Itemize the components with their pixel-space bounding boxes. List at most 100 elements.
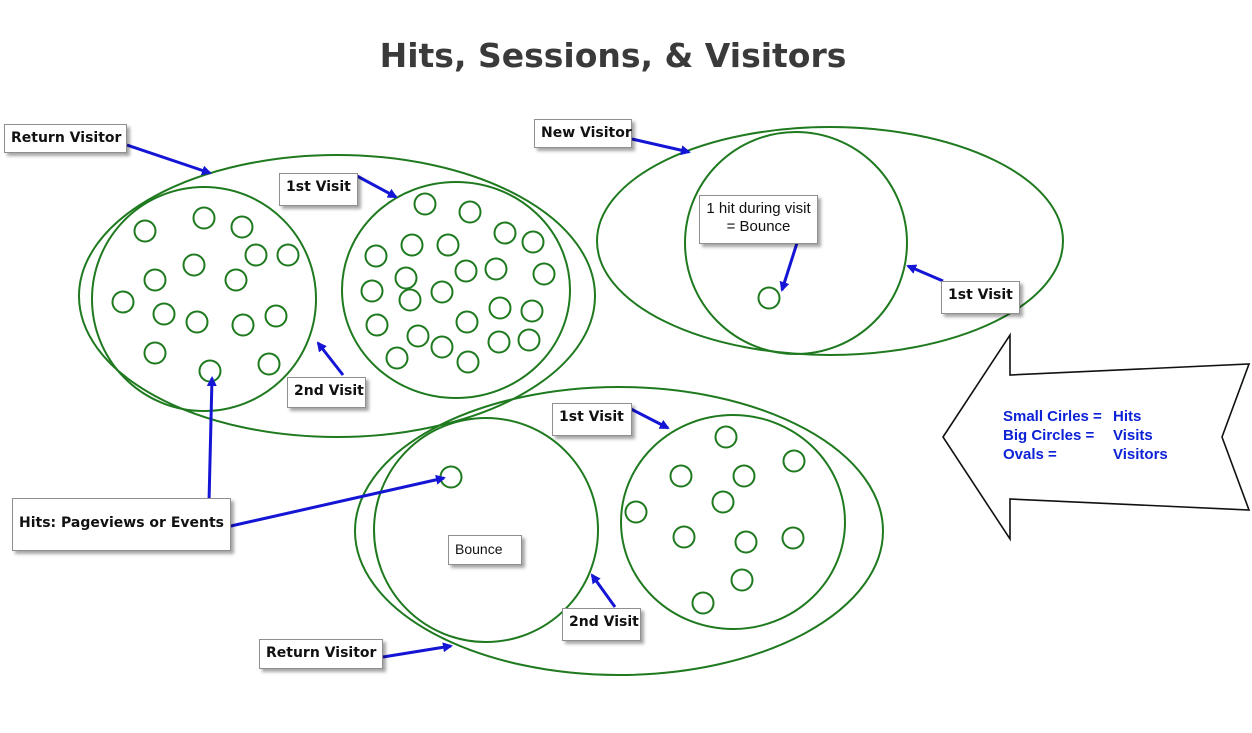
hit-circle bbox=[732, 464, 756, 488]
visit-circle bbox=[91, 186, 317, 412]
label-return-visitor-bottom: Return Visitor bbox=[259, 639, 383, 669]
legend-row-hits: Small Cirles = Hits bbox=[1003, 407, 1168, 426]
hit-circle bbox=[782, 449, 806, 473]
hit-circle bbox=[669, 464, 693, 488]
hit-circle bbox=[257, 352, 281, 376]
hit-circle bbox=[143, 268, 167, 292]
hit-circle bbox=[152, 302, 176, 326]
hit-circle bbox=[532, 262, 556, 286]
hit-circle bbox=[456, 350, 480, 374]
legend-key: Small Cirles = bbox=[1003, 408, 1102, 425]
legend-row-visits: Big Circles = Visits bbox=[1003, 426, 1168, 445]
arrow-hits-right bbox=[221, 474, 446, 530]
hit-circle bbox=[757, 286, 781, 310]
hit-circle bbox=[487, 330, 511, 354]
legend-key: Ovals = bbox=[1003, 446, 1057, 463]
hit-circle bbox=[734, 530, 758, 554]
hit-circle bbox=[365, 313, 389, 337]
label-first-visit-new-visitor: 1st Visit bbox=[941, 281, 1020, 314]
arrow-first-visit-bottom bbox=[630, 407, 670, 430]
arrow-bounce-note bbox=[779, 242, 799, 292]
hit-circle bbox=[714, 425, 738, 449]
hit-circle bbox=[276, 243, 300, 267]
hit-circle bbox=[133, 219, 157, 243]
visit-circle bbox=[373, 417, 599, 643]
hit-circle bbox=[436, 233, 460, 257]
arrow-first-visit-new-visitor bbox=[906, 264, 944, 283]
hit-circle bbox=[413, 192, 437, 216]
hit-circle bbox=[398, 288, 422, 312]
label-hits-note: Hits: Pageviews or Events bbox=[12, 498, 231, 551]
hit-circle bbox=[484, 257, 508, 281]
visitor-oval bbox=[596, 126, 1064, 356]
hit-circle bbox=[711, 490, 735, 514]
hit-circle bbox=[455, 310, 479, 334]
legend-value: Visitors bbox=[1113, 446, 1168, 463]
hit-circle bbox=[691, 591, 715, 615]
legend: Small Cirles = Hits Big Circles = Visits… bbox=[1003, 407, 1168, 464]
hit-circle bbox=[264, 304, 288, 328]
hit-circle bbox=[364, 244, 388, 268]
hit-circle bbox=[111, 290, 135, 314]
label-new-visitor: New Visitor bbox=[534, 119, 632, 148]
label-first-visit-bottom: 1st Visit bbox=[552, 403, 632, 436]
legend-key: Big Circles = bbox=[1003, 427, 1095, 444]
hit-circle bbox=[430, 335, 454, 359]
label-bounce-note: 1 hit during visit = Bounce bbox=[699, 195, 818, 244]
hit-circle bbox=[624, 500, 648, 524]
arrow-new-visitor bbox=[631, 137, 691, 156]
pointer-arrows bbox=[126, 137, 944, 659]
label-second-visit-top-left: 2nd Visit bbox=[287, 377, 366, 408]
hit-circle bbox=[730, 568, 754, 592]
hit-circle bbox=[430, 280, 454, 304]
hit-circle bbox=[493, 221, 517, 245]
hit-circle bbox=[458, 200, 482, 224]
visitor-oval bbox=[78, 154, 596, 438]
visit-circle bbox=[684, 131, 908, 355]
hit-circle bbox=[394, 266, 418, 290]
label-second-visit-bottom: 2nd Visit bbox=[562, 608, 641, 641]
hit-circle bbox=[185, 310, 209, 334]
arrow-hits-up bbox=[206, 376, 217, 503]
hit-circle bbox=[517, 328, 541, 352]
hit-circle bbox=[192, 206, 216, 230]
hit-circle bbox=[224, 268, 248, 292]
hit-circle bbox=[672, 525, 696, 549]
hit-circle bbox=[360, 279, 384, 303]
hit-circle bbox=[385, 346, 409, 370]
legend-row-visitors: Ovals = Visitors bbox=[1003, 445, 1168, 464]
hit-group bbox=[360, 192, 556, 374]
hit-circle bbox=[454, 259, 478, 283]
arrow-second-visit-bottom bbox=[590, 573, 617, 608]
hit-circle bbox=[400, 233, 424, 257]
hit-group bbox=[111, 206, 300, 383]
label-bounce-bottom: Bounce bbox=[448, 535, 522, 565]
arrow-return-visitor-top bbox=[126, 143, 212, 176]
hit-circle bbox=[244, 243, 268, 267]
hit-circle bbox=[781, 526, 805, 550]
hit-circle bbox=[198, 359, 222, 383]
legend-value: Hits bbox=[1113, 408, 1142, 425]
hit-circle bbox=[520, 299, 544, 323]
hit-circle bbox=[230, 215, 254, 239]
hit-group bbox=[757, 286, 781, 310]
label-return-visitor-top: Return Visitor bbox=[4, 124, 127, 153]
hit-circle bbox=[231, 313, 255, 337]
bounce-note-line2: = Bounce bbox=[726, 218, 791, 235]
hit-circle bbox=[488, 296, 512, 320]
left-arrow-shape bbox=[942, 332, 1251, 542]
arrow-second-visit-top-left bbox=[316, 341, 345, 376]
hit-circle bbox=[521, 230, 545, 254]
arrow-return-visitor-bottom bbox=[382, 642, 453, 659]
bounce-note-line1: 1 hit during visit bbox=[706, 200, 811, 217]
hit-circle bbox=[406, 324, 430, 348]
legend-value: Visits bbox=[1113, 427, 1153, 444]
visit-circle bbox=[620, 414, 846, 630]
diagram-title: Hits, Sessions, & Visitors bbox=[379, 36, 847, 75]
hit-group bbox=[624, 425, 806, 615]
visitor-oval bbox=[354, 386, 884, 676]
hit-circle bbox=[182, 253, 206, 277]
arrow-first-visit-top-left bbox=[356, 174, 398, 199]
hit-circle bbox=[143, 341, 167, 365]
